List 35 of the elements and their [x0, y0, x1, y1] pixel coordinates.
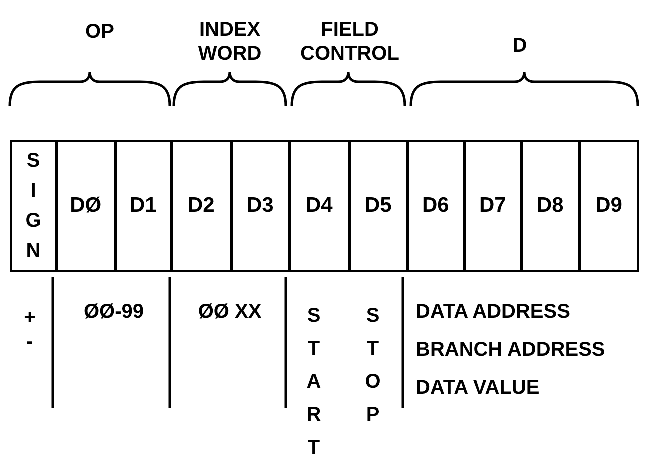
cell-label: SIGN [26, 149, 42, 264]
field-heading: OP [84, 20, 116, 44]
cell-label: D8 [536, 193, 564, 220]
cell-label: D7 [479, 193, 506, 220]
register-cell [56, 140, 116, 272]
field-value: ØØ XX [197, 300, 263, 324]
field-value: DATA VALUE [416, 376, 541, 400]
field-heading: INDEX WORD [197, 18, 263, 66]
cell-label: D6 [422, 193, 450, 220]
field-value: DATA ADDRESS [416, 300, 572, 324]
field-value: ØØ-99 [82, 300, 146, 324]
field-value: START [306, 304, 322, 461]
register-cell [578, 140, 640, 272]
field-value: - [26, 330, 34, 354]
cell-label: D1 [130, 193, 157, 220]
register-cell [288, 140, 350, 272]
register-cell [348, 140, 408, 272]
register-cell [464, 140, 522, 272]
cell-label: D3 [246, 193, 274, 220]
field-value: BRANCH ADDRESS [416, 338, 606, 362]
register-cell [230, 140, 290, 272]
cell-label: D9 [596, 193, 622, 220]
register-cell [406, 140, 465, 272]
field-heading: D [512, 34, 528, 58]
register-cell [10, 140, 57, 272]
cell-label: D4 [306, 193, 333, 220]
register-cell [520, 140, 580, 272]
register-cell [170, 140, 232, 272]
cell-label: D5 [364, 193, 392, 220]
field-value: STOP [364, 304, 382, 428]
field-value: + [23, 306, 37, 330]
register-cell [114, 140, 172, 272]
cell-label: D2 [188, 193, 215, 220]
field-heading: FIELD CONTROL [300, 18, 400, 66]
cell-label: DØ [70, 193, 102, 220]
